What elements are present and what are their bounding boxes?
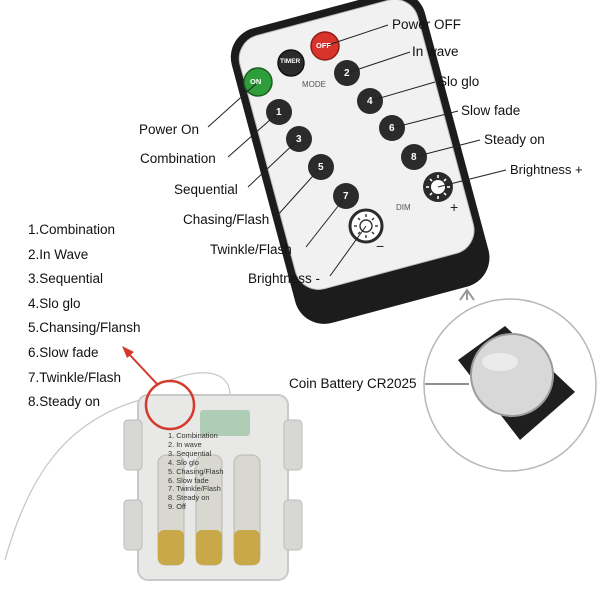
receiver-board (200, 410, 250, 436)
mode-list: 1.Combination 2.In Wave 3.Sequential 4.S… (28, 218, 141, 415)
dim-text: DIM (396, 203, 411, 212)
callout-power-off: Power OFF (392, 17, 462, 32)
button-6[interactable] (379, 115, 405, 141)
coin-battery (470, 333, 554, 417)
button-5-label: 5 (318, 162, 324, 173)
callout-slow-fade: Slow fade (461, 103, 521, 118)
battery-box-mode-list: 1. Combination 2. In wave 3. Sequential … (168, 431, 224, 512)
box-list-item: 9. Off (168, 502, 186, 512)
box-list-item: 7. Twinkle/Flash (168, 484, 221, 494)
timer-button[interactable] (277, 49, 305, 77)
mode-list-item: 1.Combination (28, 222, 116, 237)
mode-list-item: 4.Slo glo (28, 295, 81, 311)
callout-power-on: Power On (139, 122, 200, 137)
mode-list-item: 5.Chansing/Flansh (28, 320, 141, 336)
mode-text: MODE (302, 80, 326, 89)
plus-label: + (450, 199, 459, 215)
mode-list-item: 8.Steady on (28, 394, 101, 410)
mode-list-item: 3.Sequential (28, 271, 104, 287)
coin-battery-inset (423, 288, 597, 472)
button-8-label: 8 (411, 152, 417, 163)
box-list-item: 6. Slow fade (168, 475, 209, 485)
button-4-label: 4 (367, 96, 373, 107)
mode-list-item: 2.In Wave (28, 246, 89, 262)
callout-combination: Combination (140, 151, 216, 166)
callout-slo-glo: Slo glo (438, 74, 480, 89)
box-list-item: 5. Chasing/Flash (168, 466, 224, 476)
mode-list-item: 6.Slow fade (28, 344, 99, 360)
box-list-item: 8. Steady on (168, 493, 210, 503)
callout-lines (207, 24, 507, 277)
battery-box (4, 372, 303, 581)
callout-chasing-flash: Chasing/Flash (183, 212, 270, 227)
timer-button-label: TIMER (280, 58, 301, 65)
minus-label: − (376, 238, 385, 254)
highlight-callout (122, 346, 196, 431)
on-button-label: ON (250, 77, 262, 86)
callout-sequential: Sequential (174, 182, 238, 197)
off-button-label: OFF (316, 41, 331, 50)
callout-twinkle-flash: Twinkle/Flash (210, 242, 292, 257)
led-wire (4, 399, 141, 561)
button-3-label: 3 (296, 134, 302, 145)
coin-battery-label: Coin Battery CR2025 (289, 376, 417, 391)
button-7-label: 7 (343, 191, 349, 202)
callout-brightness-minus: Brightness - (248, 271, 321, 286)
callout-in-wave: In wave (412, 44, 459, 59)
button-6-label: 6 (389, 123, 395, 134)
button-1-label: 1 (276, 107, 282, 118)
callout-brightness-plus: Brightness + (510, 162, 583, 177)
box-list-item: 1. Combination (168, 431, 218, 440)
box-list-item: 2. In wave (168, 439, 202, 449)
callout-steady-on: Steady on (484, 132, 545, 147)
box-list-item: 3. Sequential (168, 448, 212, 458)
mode-list-item: 7.Twinkle/Flash (28, 369, 122, 385)
box-list-item: 4. Slo glo (168, 457, 199, 467)
button-2-label: 2 (344, 68, 350, 79)
